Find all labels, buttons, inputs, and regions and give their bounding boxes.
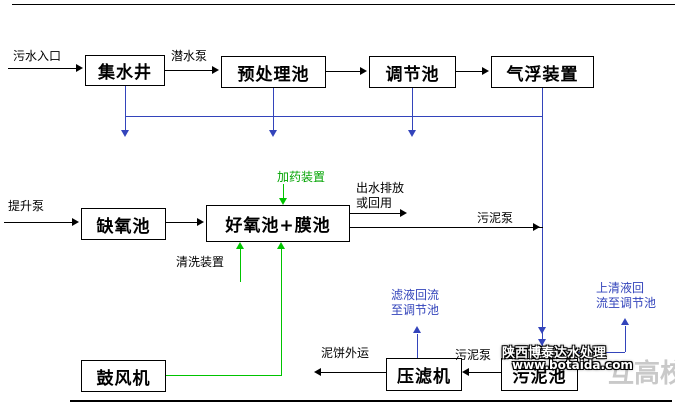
filtrate-line xyxy=(417,334,418,358)
filtrate-label-line1: 滤液回流 xyxy=(391,288,440,302)
dosing-device-label: 加药装置 xyxy=(277,170,326,184)
arrow-down-icon xyxy=(538,327,546,334)
arrow-right-icon xyxy=(533,223,540,231)
mud-cake-label: 泥饼外运 xyxy=(321,346,370,360)
drain-stub xyxy=(412,117,413,131)
flow-line xyxy=(166,222,200,223)
drain-main-line xyxy=(542,116,543,358)
sludge-transfer-line xyxy=(469,372,501,373)
drain-bus-line xyxy=(125,116,543,117)
blower-box: 鼓风机 xyxy=(81,360,166,392)
effluent-label-line2: 或回用 xyxy=(356,196,393,210)
arrow-right-icon xyxy=(212,66,219,74)
watermark-gray-text: 互高校 xyxy=(608,359,675,389)
arrow-right-icon xyxy=(482,67,489,75)
flow-line xyxy=(326,71,363,72)
supernatant-line xyxy=(625,326,626,352)
aerobic-membrane-tank-box: 好氧池+膜池 xyxy=(206,205,350,242)
air-line xyxy=(281,249,282,376)
supernatant-label-line2: 流至调节池 xyxy=(596,296,657,310)
arrow-down-icon xyxy=(121,130,129,137)
flow-line xyxy=(456,71,485,72)
dosing-line xyxy=(283,184,284,198)
flow-line xyxy=(165,70,215,71)
arrow-up-icon xyxy=(236,242,244,249)
sludge-pump-mid-label: 污泥泵 xyxy=(477,211,514,225)
supernatant-label-line1: 上清液回 xyxy=(596,281,645,295)
drain-line xyxy=(412,88,413,116)
drain-line xyxy=(125,86,126,116)
arrow-left-icon xyxy=(314,368,321,376)
top-border-line xyxy=(12,4,675,5)
drain-stub xyxy=(273,117,274,131)
arrow-down-icon xyxy=(279,198,287,205)
arrow-up-icon xyxy=(413,326,421,333)
arrow-right-icon xyxy=(72,218,79,226)
lift-pump-label: 提升泵 xyxy=(8,199,45,213)
filter-press-box: 压滤机 xyxy=(386,358,462,391)
air-line xyxy=(166,375,282,376)
supernatant-line xyxy=(578,352,625,353)
sludge-pump-bottom-label: 污泥泵 xyxy=(455,348,492,362)
pretreatment-tank-box: 预处理池 xyxy=(221,56,326,88)
drain-line xyxy=(273,88,274,116)
watermark-url: www.botaida.com xyxy=(512,358,633,372)
watermark-company: 陕西博泰达水处理 xyxy=(502,346,607,361)
submersible-pump-label: 潜水泵 xyxy=(171,49,208,63)
arrow-down-icon xyxy=(408,130,416,137)
flow-line xyxy=(8,68,78,69)
sludge-line xyxy=(350,227,543,228)
arrow-right-icon xyxy=(400,209,407,217)
arrow-up-icon xyxy=(621,318,629,325)
effluent-line xyxy=(350,213,403,214)
drain-stub xyxy=(125,117,126,131)
mud-cake-line xyxy=(321,372,386,373)
arrow-left-icon xyxy=(462,368,469,376)
flow-line xyxy=(4,222,75,223)
sewage-inlet-label: 污水入口 xyxy=(13,49,62,63)
arrow-right-icon xyxy=(76,64,83,72)
collection-well-box: 集水井 xyxy=(85,55,165,86)
regulation-tank-box: 调节池 xyxy=(369,56,456,88)
arrow-right-icon xyxy=(197,218,204,226)
drain-line xyxy=(542,88,543,116)
air-flotation-unit-box: 气浮装置 xyxy=(491,56,594,88)
cleaning-line xyxy=(240,249,241,282)
cleaning-device-label: 清洗装置 xyxy=(176,255,225,269)
bottom-border-line xyxy=(70,400,672,402)
effluent-label-line1: 出水排放 xyxy=(356,181,405,195)
arrow-down-icon xyxy=(269,130,277,137)
anoxic-tank-box: 缺氧池 xyxy=(81,208,166,240)
arrow-up-icon xyxy=(277,242,285,249)
arrow-down-icon xyxy=(538,339,546,346)
sludge-tank-box: 污泥池 xyxy=(501,358,578,391)
filtrate-label-line2: 至调节池 xyxy=(391,303,440,317)
arrow-right-icon xyxy=(360,67,367,75)
